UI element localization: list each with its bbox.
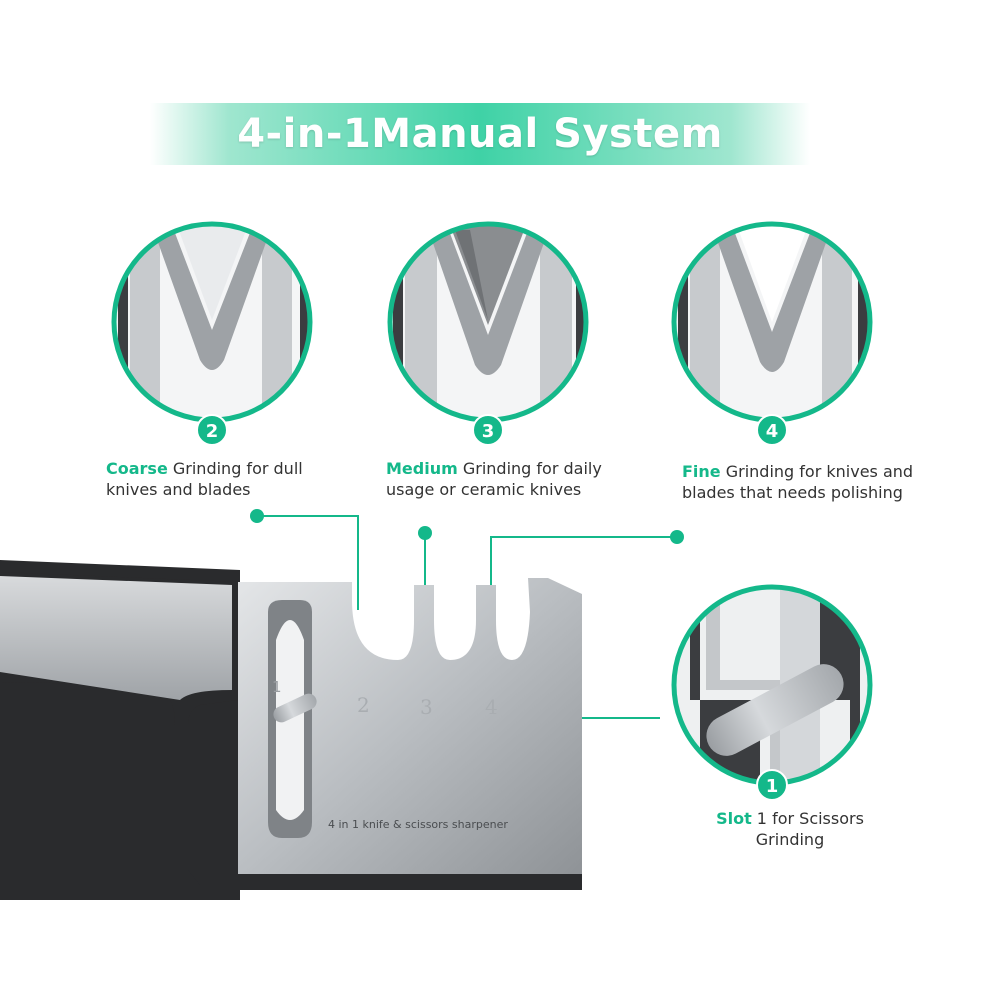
- caption-text: Grinding for knives and blades that need…: [682, 462, 914, 502]
- caption-text: Grinding for daily usage or ceramic kniv…: [386, 459, 602, 499]
- caption-coarse: Coarse Grinding for dull knives and blad…: [106, 458, 346, 500]
- title-banner: [150, 103, 810, 165]
- sharpener-product: 1 2 3 4 4 in 1 knife & scissors sharpene…: [0, 560, 582, 900]
- zoom-circle-fine: [671, 221, 873, 423]
- slot-number-1: 1: [272, 678, 282, 696]
- caption-keyword: Medium: [386, 459, 458, 478]
- svg-text:2: 2: [206, 421, 219, 442]
- badge-2: 2: [196, 414, 228, 446]
- caption-scissors: Slot 1 for Scissors Grinding: [700, 808, 880, 850]
- svg-text:1: 1: [766, 776, 779, 797]
- badge-3: 3: [472, 414, 504, 446]
- caption-fine: Fine Grinding for knives and blades that…: [682, 461, 922, 503]
- caption-keyword: Slot: [716, 809, 752, 828]
- caption-medium: Medium Grinding for daily usage or ceram…: [386, 458, 606, 500]
- badge-1: 1: [756, 769, 788, 801]
- page-title: 4-in-1Manual System: [237, 111, 723, 157]
- caption-keyword: Coarse: [106, 459, 168, 478]
- caption-keyword: Fine: [682, 462, 721, 481]
- product-engraving: 4 in 1 knife & scissors sharpener: [328, 818, 508, 831]
- svg-text:4: 4: [766, 421, 779, 442]
- caption-text: 1 for Scissors Grinding: [751, 809, 864, 849]
- badge-4: 4: [756, 414, 788, 446]
- zoom-circle-medium: [387, 221, 589, 423]
- slot-number-4: 4: [485, 695, 498, 719]
- caption-text: Grinding for dull knives and blades: [106, 459, 303, 499]
- svg-text:3: 3: [482, 421, 495, 442]
- zoom-circle-coarse: [111, 221, 313, 423]
- slot-number-3: 3: [420, 695, 433, 719]
- zoom-circle-scissors: [671, 584, 873, 786]
- slot-number-2: 2: [357, 693, 370, 717]
